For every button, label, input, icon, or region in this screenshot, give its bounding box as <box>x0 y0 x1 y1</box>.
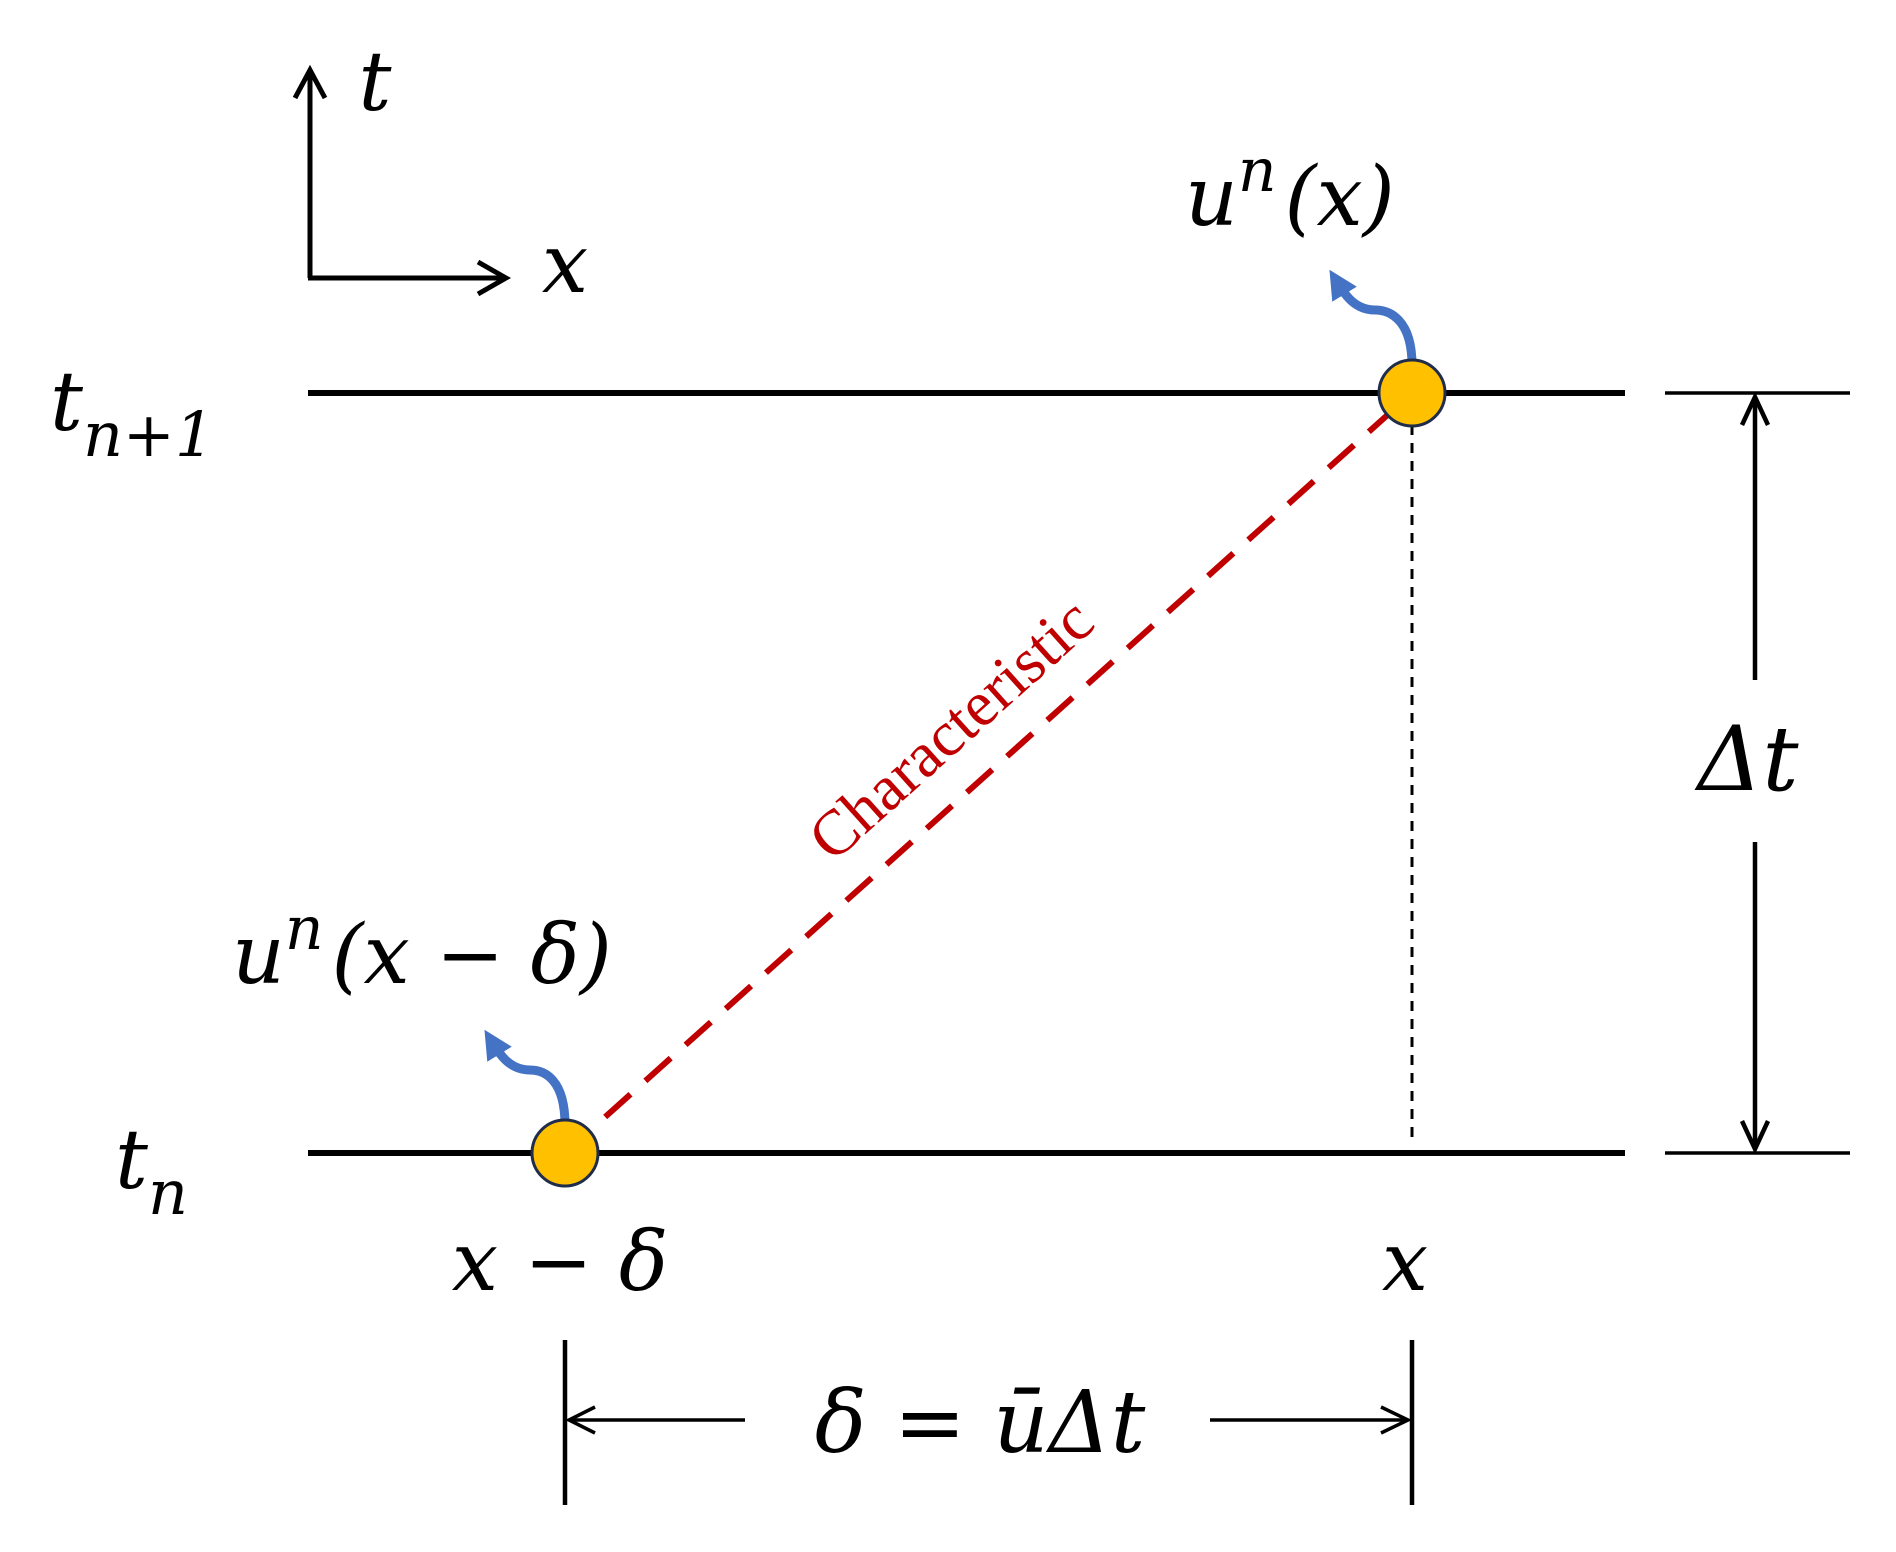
displacement-dimension: δ = ūΔt <box>562 1340 1415 1505</box>
characteristic-line <box>562 390 1415 1156</box>
t-axis-label: t <box>359 35 393 130</box>
upper-label-base: t <box>50 355 84 450</box>
t-axis-arrowhead <box>292 64 328 100</box>
arrival-position-label: x <box>1382 1215 1428 1310</box>
departure-value-label: un(x − δ) <box>232 894 612 1003</box>
svg-text:tn: tn <box>115 1113 188 1229</box>
timestep-label: Δt <box>1694 707 1799 812</box>
timestep-arrowhead-lower <box>1739 1120 1771 1155</box>
arrival-value-sup: n <box>1238 136 1277 206</box>
svg-text:un(x): un(x) <box>1185 136 1395 245</box>
svg-text:un(x − δ): un(x − δ) <box>232 894 612 1003</box>
time-level-lower-label: tn <box>115 1113 188 1229</box>
lower-label-subscript: n <box>148 1156 188 1229</box>
x-axis-label: x <box>542 217 588 312</box>
departure-value-base: u <box>232 908 285 1003</box>
x-axis-arrowhead <box>476 259 512 297</box>
axes: t x <box>292 35 588 312</box>
displacement-label: δ = ūΔt <box>815 1373 1146 1473</box>
departure-position-label: x − δ <box>452 1215 668 1310</box>
svg-text:tn+1: tn+1 <box>50 355 214 471</box>
arrival-point <box>1377 358 1447 428</box>
displacement-arrowhead-left <box>565 1405 596 1435</box>
departure-point <box>530 1118 600 1188</box>
lower-label-base: t <box>115 1113 149 1208</box>
displacement-arrowhead-right <box>1380 1405 1413 1435</box>
arrival-value-base: u <box>1185 150 1238 245</box>
timestep-arrowhead-upper <box>1739 391 1771 426</box>
arrival-value-label: un(x) <box>1185 136 1395 245</box>
departure-value-sup: n <box>285 894 324 964</box>
time-level-upper-label: tn+1 <box>50 355 214 471</box>
arrival-value-arg: (x) <box>1284 150 1394 245</box>
departure-value-arg: (x − δ) <box>331 908 611 1003</box>
departure-curl-arrow <box>484 1029 570 1126</box>
characteristic-label: Characteristic <box>795 584 1107 874</box>
upper-label-subscript: n+1 <box>83 398 214 471</box>
timestep-dimension: Δt <box>1665 391 1850 1155</box>
arrival-curl-arrow <box>1329 269 1417 366</box>
